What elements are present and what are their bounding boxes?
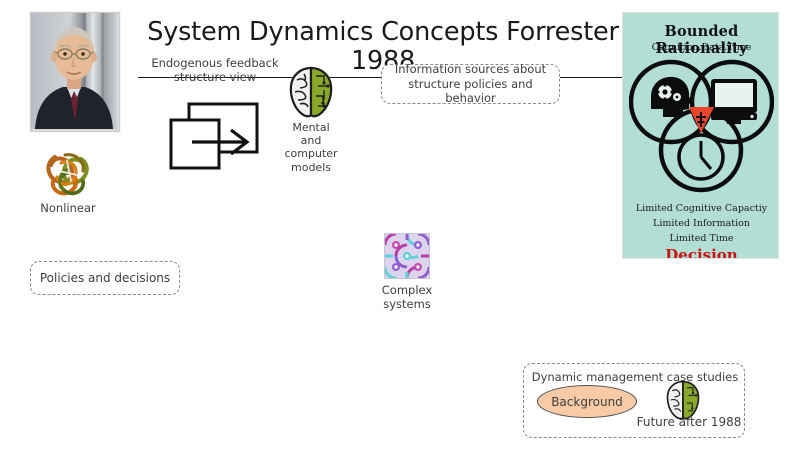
poster-decision-label: Decision — [665, 246, 738, 259]
bounded-rationality-poster: Bounded Rationality Cognition.Data.Time — [622, 12, 779, 259]
endogenous-caption-line1: Endogenous feedback — [151, 56, 279, 70]
endogenous-feedback-caption: Endogenous feedback structure view — [145, 56, 285, 84]
venn-diagram — [629, 59, 774, 193]
brain-half-circuit-icon — [665, 380, 701, 420]
case-studies-title: Dynamic management case studies — [531, 370, 739, 384]
mental-caption-line4: models — [291, 160, 331, 174]
background-node[interactable]: Background — [537, 385, 637, 418]
policies-label: Policies and decisions — [39, 271, 171, 285]
complex-systems-caption: Complex systems — [372, 283, 442, 311]
forrester-portrait — [30, 12, 120, 132]
endogenous-caption-line2: structure view — [173, 69, 257, 84]
mental-caption-line1: Mental — [292, 121, 330, 134]
future-after-1988-label: Future after 1988 — [636, 415, 742, 429]
complex-caption-line1: Complex — [381, 283, 433, 297]
nonlinear-caption: Nonlinear — [40, 201, 96, 215]
truchet-maze-pattern-image — [383, 232, 431, 280]
poster-line-3: Limited Time — [669, 233, 734, 244]
mental-models-caption: Mental and computer models — [281, 121, 341, 174]
mental-caption-line3: computer — [284, 147, 338, 161]
complex-caption-line2: systems — [383, 296, 431, 311]
brain-half-circuit-icon — [288, 66, 334, 118]
poster-title: Bounded Rationality — [655, 23, 748, 57]
information-sources-line2: structure policies and behavior — [408, 76, 533, 106]
background-label: Background — [551, 394, 623, 409]
red-shield-icon — [689, 107, 714, 133]
information-sources-callout[interactable]: Information sources about structure poli… — [381, 62, 560, 106]
computer-monitor-icon — [711, 79, 757, 124]
information-sources-line1: Information sources about — [394, 62, 547, 77]
poster-line-2: Limited Information — [653, 218, 750, 229]
policies-and-decisions-callout[interactable]: Policies and decisions — [30, 261, 180, 295]
venn-circle-data — [689, 59, 774, 145]
head-gears-icon — [651, 76, 693, 117]
mental-caption-line2: and — [300, 134, 322, 148]
knot-tangle-image — [41, 147, 95, 199]
poster-subtitle: Cognition.Data.Time — [651, 42, 752, 53]
overlapping-frames-arrow-icon — [167, 100, 272, 174]
portrait-image — [31, 13, 117, 129]
poster-line-1: Limited Cognitive Capactiy — [635, 203, 768, 214]
clock-icon — [677, 133, 725, 181]
